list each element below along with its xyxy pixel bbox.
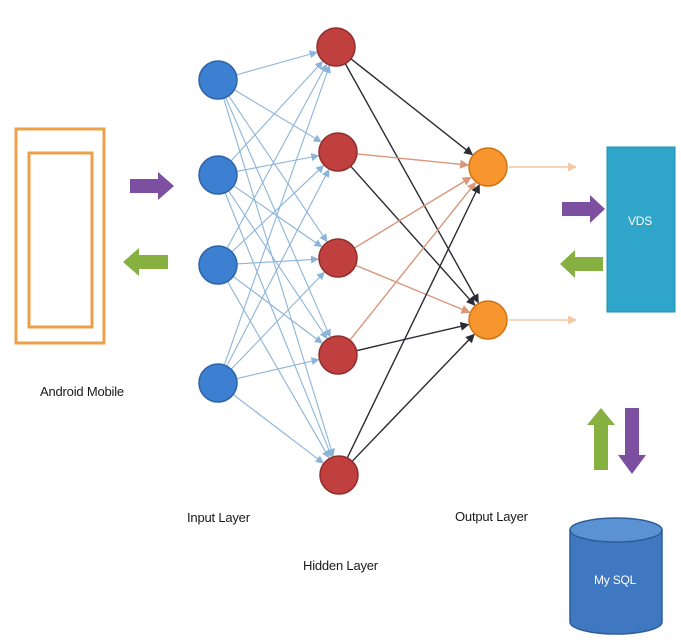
edge-input-4-hidden-1 [223, 64, 331, 366]
arrow-left-green-icon [123, 248, 168, 276]
input-layer-label: Input Layer [187, 510, 250, 525]
edge-hidden-1-output-1 [350, 58, 474, 156]
vds-label: VDS [628, 214, 653, 228]
arrow-into-vds-purple-icon [562, 195, 605, 223]
edge-input-3-hidden-3 [236, 255, 320, 265]
hidden-node-1 [316, 27, 356, 67]
input-hidden-edges [223, 50, 335, 464]
android-mobile-label: Android Mobile [40, 384, 124, 399]
input-node-1 [198, 60, 238, 100]
hidden-node-3 [318, 238, 358, 278]
edge-input-1-hidden-2 [234, 89, 322, 143]
input-node-2 [198, 155, 238, 195]
mysql-label: My SQL [594, 573, 637, 587]
edge-hidden-5-output-2 [351, 333, 475, 462]
output-node-1 [468, 147, 508, 187]
hidden-layer-label: Hidden Layer [303, 558, 378, 573]
edge-input-4-hidden-2 [226, 168, 330, 367]
hidden-output-edges [344, 58, 480, 462]
output-node-2 [468, 300, 508, 340]
input-node-4 [198, 363, 238, 403]
edge-input-1-hidden-5 [223, 98, 335, 457]
edge-input-4-hidden-3 [230, 271, 325, 370]
edge-hidden-5-output-1 [346, 184, 480, 459]
edge-input-1-hidden-3 [228, 95, 328, 243]
edge-hidden-2-output-2 [350, 165, 476, 306]
mysql-database-icon [569, 517, 663, 635]
arrow-down-purple-icon [618, 408, 646, 474]
hidden-node-4 [318, 335, 358, 375]
input-node-3 [198, 245, 238, 285]
edge-input-2-hidden-3 [233, 185, 323, 248]
edge-hidden-3-output-2 [355, 264, 471, 314]
arrow-right-purple-icon [130, 172, 174, 200]
network-nodes [198, 27, 508, 495]
edge-input-3-hidden-1 [226, 63, 327, 249]
vds-box [606, 146, 676, 313]
arrow-out-of-vds-green-icon [560, 250, 603, 278]
edge-input-3-hidden-4 [232, 275, 323, 344]
output-layer-label: Output Layer [455, 509, 528, 524]
output-edges [509, 162, 577, 325]
edge-input-1-hidden-4 [225, 97, 331, 338]
edge-input-3-hidden-5 [227, 281, 330, 459]
edge-hidden-4-output-2 [356, 321, 470, 352]
android-mobile-frame [14, 127, 106, 345]
edge-hidden-1-output-2 [344, 63, 479, 304]
edge-hidden-4-output-1 [349, 181, 477, 341]
edge-input-4-hidden-4 [236, 357, 320, 380]
edge-input-2-hidden-1 [230, 60, 324, 162]
edge-hidden-2-output-1 [356, 153, 470, 169]
edge-input-2-hidden-5 [224, 192, 333, 458]
hidden-node-2 [318, 132, 358, 172]
edge-hidden-3-output-1 [353, 176, 472, 249]
edge-input-4-hidden-5 [232, 394, 324, 464]
hidden-node-5 [319, 455, 359, 495]
edge-input-2-hidden-2 [236, 153, 320, 172]
arrow-up-green-icon [587, 408, 615, 470]
edge-input-3-hidden-2 [231, 165, 325, 253]
edge-input-1-hidden-1 [236, 50, 318, 76]
